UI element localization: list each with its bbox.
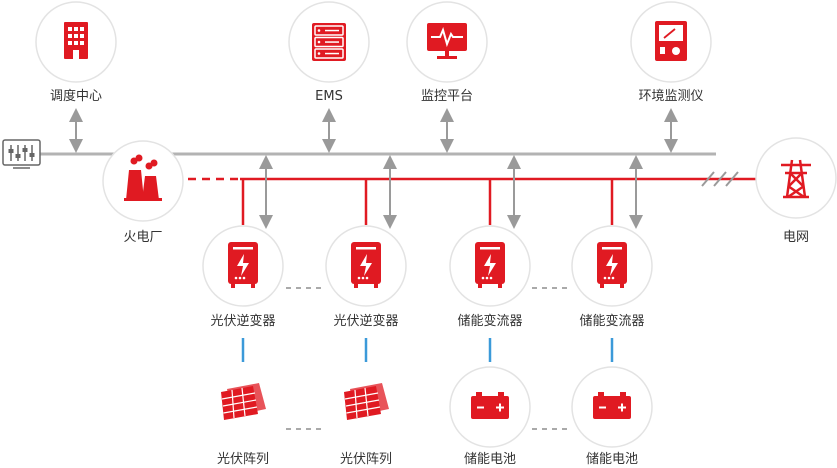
node-storage-converter-2[interactable] xyxy=(571,225,653,307)
power-plant-icon xyxy=(124,154,162,201)
label-battery-2: 储能电池 xyxy=(585,452,639,467)
monitor-icon xyxy=(427,23,467,59)
node-battery-2[interactable] xyxy=(571,366,653,448)
label-storage-converter-1: 储能变流器 xyxy=(457,314,523,329)
label-storage-converter-2: 储能变流器 xyxy=(579,314,645,329)
label-pv-array-2: 光伏阵列 xyxy=(339,452,393,467)
transmission-tower-icon xyxy=(781,159,811,199)
power-drops xyxy=(241,179,614,225)
label-env: 环境监测仪 xyxy=(638,89,704,104)
node-pv-array-1[interactable] xyxy=(221,383,266,420)
comm-arrows-bottom xyxy=(259,155,643,229)
node-pv-inverter-1[interactable] xyxy=(202,225,284,307)
label-grid: 电网 xyxy=(782,230,810,245)
node-monitor[interactable] xyxy=(406,1,488,83)
switch-panel-icon xyxy=(2,139,41,169)
server-icon xyxy=(312,23,346,61)
label-ems: EMS xyxy=(315,89,343,104)
inverter-icon xyxy=(228,242,258,288)
node-storage-converter-1[interactable] xyxy=(449,225,531,307)
label-battery-1: 储能电池 xyxy=(463,452,517,467)
inverter-icon xyxy=(351,242,381,288)
solar-panel-icon xyxy=(344,383,389,420)
building-icon xyxy=(64,22,88,59)
battery-icon xyxy=(593,392,631,419)
label-monitor: 监控平台 xyxy=(420,89,474,104)
bus-break-marks xyxy=(701,171,739,187)
node-pv-array-2[interactable] xyxy=(344,383,389,420)
inverter-icon xyxy=(475,242,505,288)
solar-panel-icon xyxy=(221,383,266,420)
battery-icon xyxy=(471,392,509,419)
node-battery-1[interactable] xyxy=(449,366,531,448)
label-dispatch: 调度中心 xyxy=(49,89,103,104)
node-thermal[interactable] xyxy=(102,140,184,222)
inverter-icon xyxy=(597,242,627,288)
node-ems[interactable] xyxy=(288,1,370,83)
node-dispatch[interactable] xyxy=(35,1,117,83)
comm-arrows-top xyxy=(69,108,678,153)
label-pv-inverter-2: 光伏逆变器 xyxy=(333,314,399,329)
label-pv-array-1: 光伏阵列 xyxy=(216,452,270,467)
label-thermal: 火电厂 xyxy=(123,230,163,245)
node-grid[interactable] xyxy=(755,137,837,219)
node-pv-inverter-2[interactable] xyxy=(325,225,407,307)
peer-dashes xyxy=(286,287,569,430)
meter-icon xyxy=(655,21,687,61)
node-env[interactable] xyxy=(630,1,712,83)
dc-links xyxy=(241,338,614,362)
label-pv-inverter-1: 光伏逆变器 xyxy=(210,314,276,329)
